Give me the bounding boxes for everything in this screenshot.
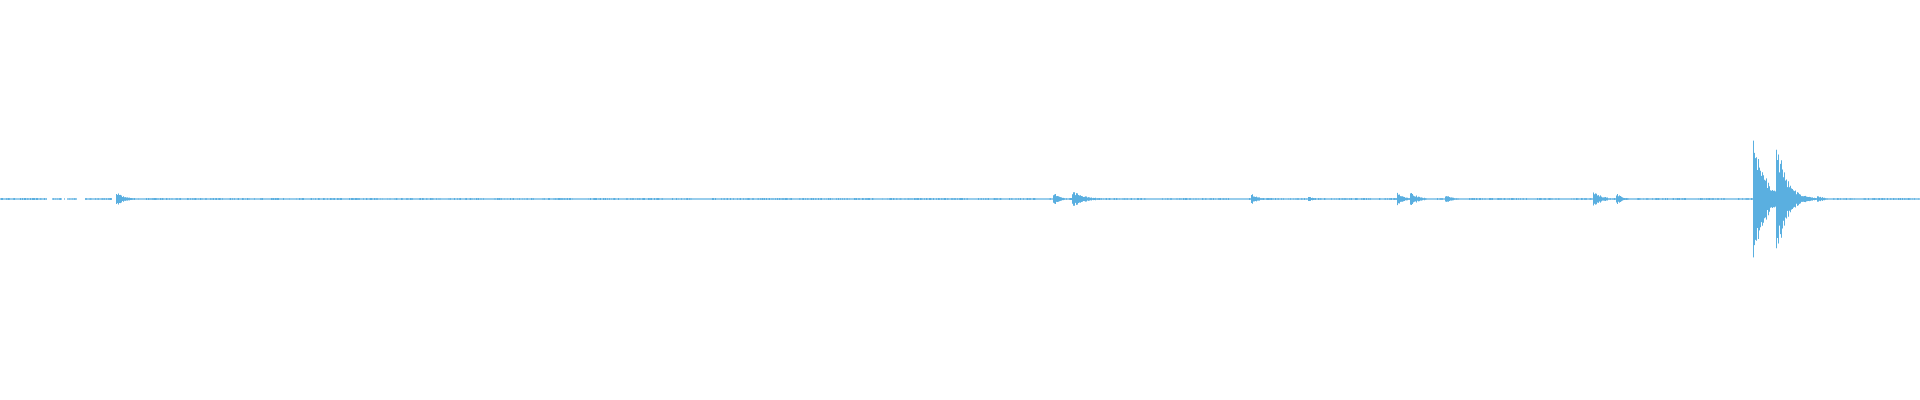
waveform-amplitude: [0, 140, 1920, 258]
